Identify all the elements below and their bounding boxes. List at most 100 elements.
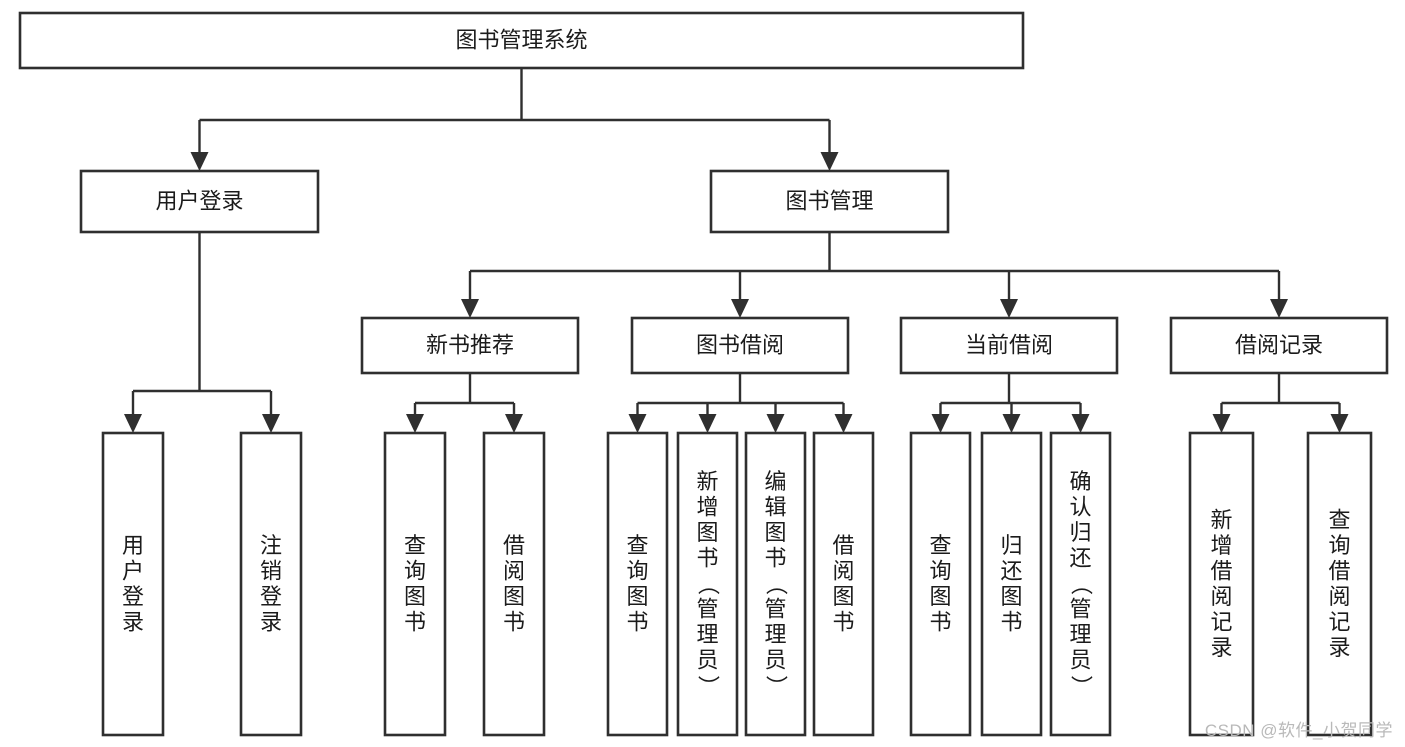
node-label: 图书管理系统	[455, 27, 587, 52]
node-label: 图书借阅	[696, 332, 784, 357]
svg-text:还: 还	[1069, 546, 1091, 571]
svg-text:归: 归	[1000, 533, 1022, 558]
svg-text:员: 员	[764, 648, 786, 673]
svg-text:图: 图	[503, 584, 525, 609]
node-box	[1188, 431, 1255, 737]
svg-text:（: （	[696, 573, 721, 595]
node-book-borrow[interactable]: 图书借阅	[630, 316, 850, 375]
svg-text:员: 员	[696, 648, 718, 673]
svg-text:借: 借	[503, 533, 525, 558]
node-box	[101, 431, 165, 737]
svg-text:书: 书	[929, 609, 951, 634]
svg-text:询: 询	[1328, 533, 1350, 558]
svg-text:）: ）	[1069, 675, 1094, 697]
node-user-login[interactable]: 用户登录	[79, 169, 320, 234]
svg-text:阅: 阅	[503, 558, 525, 583]
svg-text:户: 户	[122, 558, 144, 583]
node-label: 用户登录	[122, 533, 144, 635]
svg-text:书: 书	[1000, 609, 1022, 634]
connector-layer	[124, 68, 1349, 433]
svg-text:管: 管	[1069, 597, 1091, 622]
arrow-head-icon	[1071, 414, 1090, 433]
svg-text:管: 管	[764, 597, 786, 622]
svg-text:理: 理	[696, 622, 718, 647]
svg-text:录: 录	[122, 609, 144, 634]
node-box	[676, 431, 739, 737]
arrow-head-icon	[931, 414, 950, 433]
svg-text:询: 询	[404, 558, 426, 583]
node-box	[360, 316, 580, 375]
svg-text:图: 图	[832, 584, 854, 609]
svg-text:阅: 阅	[832, 558, 854, 583]
svg-text:查: 查	[929, 533, 951, 558]
node-current-borrow[interactable]: 当前借阅	[899, 316, 1119, 375]
arrow-head-icon	[1002, 414, 1021, 433]
node-book-manage[interactable]: 图书管理	[709, 169, 950, 234]
svg-text:登: 登	[260, 584, 282, 609]
node-box	[482, 431, 546, 737]
arrow-head-icon	[766, 414, 785, 433]
svg-text:图: 图	[404, 584, 426, 609]
svg-text:询: 询	[626, 558, 648, 583]
node-box	[1169, 316, 1389, 375]
svg-text:图: 图	[929, 584, 951, 609]
svg-text:（: （	[764, 573, 789, 595]
svg-text:用: 用	[122, 533, 144, 558]
arrow-head-icon	[461, 299, 479, 318]
node-box	[744, 431, 807, 737]
arrow-head-icon	[1212, 414, 1231, 433]
node-leaf-user-login[interactable]: 用户登录	[101, 431, 165, 737]
node-box	[1049, 431, 1112, 737]
node-new-book-recommend[interactable]: 新书推荐	[360, 316, 580, 375]
svg-text:书: 书	[764, 546, 786, 571]
node-box	[630, 316, 850, 375]
svg-text:图: 图	[1000, 584, 1022, 609]
node-box	[239, 431, 303, 737]
svg-text:记: 记	[1210, 609, 1232, 634]
node-box	[899, 316, 1119, 375]
arrow-head-icon	[406, 414, 424, 433]
node-box	[812, 431, 875, 737]
node-box	[909, 431, 972, 737]
node-label: 图书管理	[785, 188, 873, 213]
svg-text:理: 理	[764, 622, 786, 647]
svg-text:录: 录	[1328, 635, 1350, 660]
svg-text:图: 图	[626, 584, 648, 609]
svg-text:查: 查	[1328, 507, 1350, 532]
svg-text:阅: 阅	[1328, 584, 1350, 609]
svg-text:登: 登	[122, 584, 144, 609]
svg-text:增: 增	[696, 495, 718, 520]
arrow-head-icon	[124, 414, 142, 433]
svg-text:书: 书	[832, 609, 854, 634]
arrow-head-icon	[731, 299, 749, 318]
arrow-head-icon	[1330, 414, 1349, 433]
svg-text:增: 增	[1210, 533, 1232, 558]
watermark-text: CSDN @软件_小贺同学	[1204, 721, 1393, 740]
node-label: 用户登录	[155, 188, 243, 213]
svg-text:认: 认	[1069, 495, 1091, 520]
node-borrow-record[interactable]: 借阅记录	[1169, 316, 1389, 375]
svg-text:书: 书	[503, 609, 525, 634]
node-label: 新书推荐	[426, 332, 514, 357]
node-box	[1306, 431, 1373, 737]
node-root-图书管理系统[interactable]: 图书管理系统	[18, 11, 1025, 70]
svg-text:记: 记	[1328, 609, 1350, 634]
